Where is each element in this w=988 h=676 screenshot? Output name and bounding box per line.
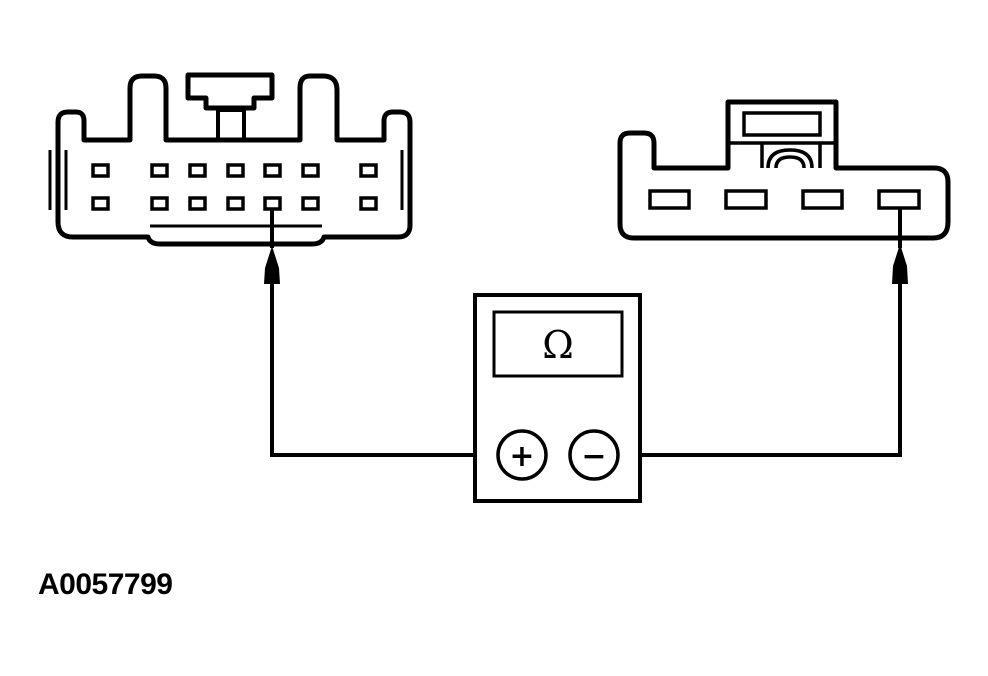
negative-terminal-label: − (581, 439, 606, 474)
connector-14-pin-cavities (91, 163, 378, 211)
connector-4-pin (617, 99, 951, 241)
positive-test-lead (270, 210, 498, 457)
negative-test-lead (620, 208, 902, 457)
negative-probe-tip (892, 244, 908, 284)
positive-terminal (496, 429, 548, 481)
multimeter-display (492, 310, 624, 378)
negative-terminal (568, 429, 620, 481)
connector-4-pin-latch (728, 111, 836, 169)
figure-id-label: A0057799 (38, 568, 173, 601)
multimeter: Ω + − (473, 293, 642, 503)
connector-14-pin (55, 72, 413, 247)
ohm-symbol: Ω (542, 323, 574, 367)
connector-4-pin-cavities (648, 189, 921, 210)
positive-probe-tip (264, 246, 280, 284)
connector-14-pin-details (48, 150, 404, 228)
positive-terminal-label: + (509, 439, 534, 474)
